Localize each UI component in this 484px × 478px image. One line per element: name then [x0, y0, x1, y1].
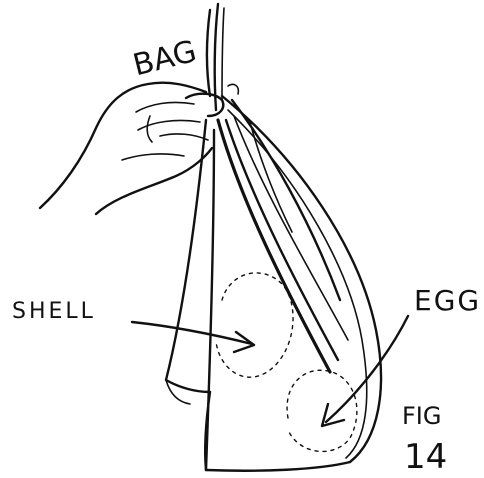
shell-arrow — [132, 322, 254, 352]
egg-label: EGG — [414, 284, 481, 317]
shell-outline — [216, 273, 293, 377]
egg-arrow — [322, 316, 408, 426]
bag-label: BAG — [130, 34, 200, 83]
egg-outline — [287, 370, 357, 451]
shell-label: SHELL — [12, 299, 96, 324]
figure-number: 14 — [404, 437, 447, 477]
hand — [40, 83, 238, 214]
figure-label: FIG — [402, 402, 441, 430]
